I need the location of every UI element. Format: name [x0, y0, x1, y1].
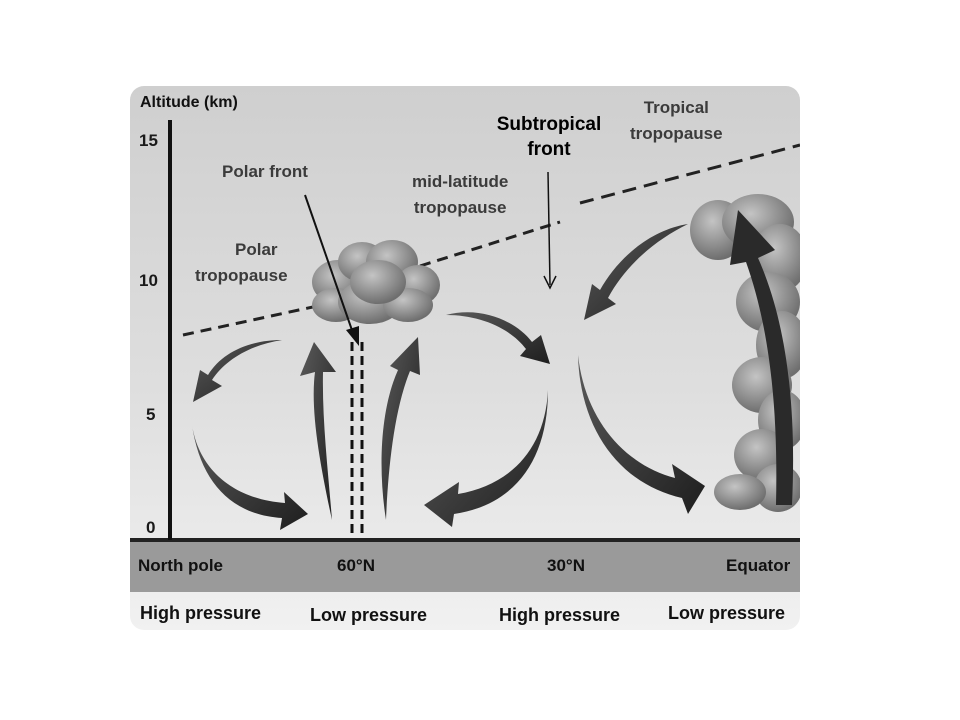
latitude-equator: Equator	[726, 556, 791, 575]
polar-front-label: Polar front	[222, 162, 308, 181]
subtropical-front-pointer	[547, 171, 551, 286]
latitude-band	[130, 540, 800, 592]
tropical-line1: Tropical	[643, 98, 709, 117]
arrow-hadley-bottom	[578, 355, 705, 514]
polar-tropopause-line	[182, 303, 323, 337]
mid-latitude-line1: mid-latitude	[412, 172, 509, 191]
y-tick-10: 10	[139, 271, 158, 290]
latitude-60n: 60°N	[337, 556, 375, 575]
subtropical-front-label: Subtropical front	[487, 112, 611, 162]
arrow-ferrel-top	[446, 312, 550, 364]
arrow-polar-top	[193, 340, 282, 402]
polar-front-pointer-head	[346, 326, 359, 346]
subtropical-line1: Subtropical	[496, 114, 602, 135]
equator-rising-arrow	[730, 210, 794, 505]
polar-tropopause-line1: Polar	[235, 240, 278, 259]
tropical-line2: tropopause	[630, 124, 723, 143]
polar-tropopause-label: Polar tropopause	[195, 240, 288, 286]
arrow-ferrel-bottom	[424, 390, 548, 527]
arrow-polar-bottom	[192, 425, 308, 530]
y-tick-15: 15	[139, 131, 158, 150]
polar-tropopause-line2: tropopause	[195, 266, 288, 285]
pressure-30n: High pressure	[499, 605, 621, 625]
y-tick-5: 5	[146, 405, 156, 424]
arrow-ferrel-rising	[381, 337, 420, 520]
pressure-north-pole: High pressure	[140, 603, 262, 623]
latitude-30n: 30°N	[547, 556, 585, 575]
arrow-hadley-top	[584, 224, 688, 320]
subtropical-line2: front	[527, 139, 571, 160]
arrow-polar-rising	[300, 342, 336, 520]
cloud-edge-mask	[800, 100, 960, 620]
y-axis-title: Altitude (km)	[140, 94, 238, 111]
y-tick-0: 0	[146, 518, 156, 537]
polar-front-pointer	[304, 194, 355, 337]
mid-latitude-line2: tropopause	[413, 198, 507, 217]
pressure-equator: Low pressure	[668, 603, 786, 623]
mid-latitude-tropopause-line	[419, 220, 561, 268]
tropical-tropopause-line	[579, 143, 801, 205]
mid-latitude-label: mid-latitude tropopause	[412, 172, 508, 218]
tropical-label: Tropical tropopause	[630, 98, 723, 144]
subtropical-front-pointer-head	[543, 275, 557, 290]
pressure-60n: Low pressure	[310, 605, 428, 625]
polar-cloud	[312, 240, 440, 324]
latitude-north-pole: North pole	[138, 556, 223, 575]
